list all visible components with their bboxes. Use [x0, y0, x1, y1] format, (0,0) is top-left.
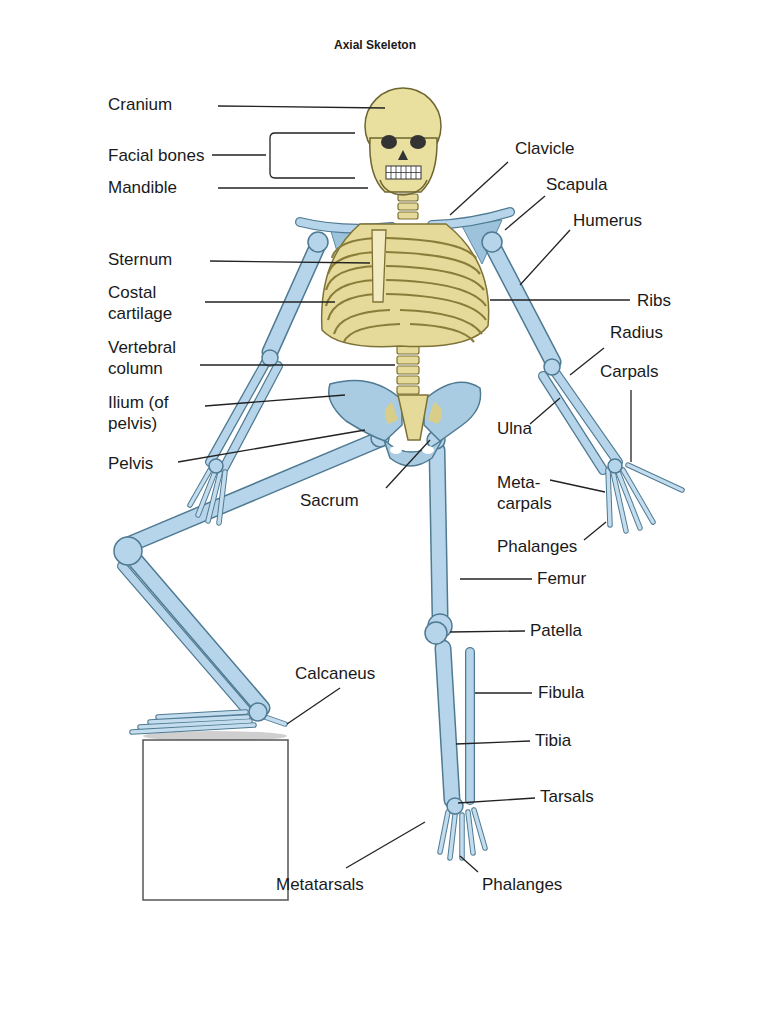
leader-line: [450, 162, 508, 215]
bone-label: Fibula: [538, 682, 584, 703]
bone-label: Sacrum: [300, 490, 359, 511]
leader-line: [200, 364, 395, 365]
bone-label: Ulna: [497, 418, 532, 439]
eye-socket: [381, 135, 397, 149]
bone-label: Tarsals: [540, 786, 594, 807]
leader-line: [456, 741, 530, 744]
page-title: Axial Skeleton: [334, 38, 416, 53]
leader-line: [218, 187, 368, 188]
bone-label: Humerus: [573, 210, 642, 231]
leader-line: [450, 631, 525, 632]
leader-line: [490, 299, 630, 300]
leader-line: [458, 798, 535, 803]
bone-label: Patella: [530, 620, 582, 641]
leader-line: [460, 856, 478, 872]
leader-line: [550, 480, 605, 492]
bone-label: Pelvis: [108, 453, 153, 474]
small-bone: [132, 465, 682, 858]
bone-label: Mandible: [108, 177, 177, 198]
leader-line: [205, 395, 345, 406]
bone-label: Tibia: [535, 730, 571, 751]
leader-line: [210, 261, 370, 263]
teeth: [386, 166, 421, 179]
leader-line: [178, 430, 365, 462]
leader-line: [520, 230, 570, 285]
bone-label: Meta- carpals: [497, 472, 557, 514]
bone-label: Calcaneus: [295, 663, 375, 684]
facial-bones: [370, 138, 437, 192]
leader-line: [287, 688, 340, 724]
leader-line: [386, 440, 430, 488]
bone-label: Phalanges: [497, 536, 577, 557]
mandible-bone: [380, 180, 427, 195]
bone-label: Metatarsals: [276, 874, 364, 895]
bone-label: Radius: [610, 322, 663, 343]
bone-label: Carpals: [600, 361, 659, 382]
bone-label: Costal cartilage: [108, 282, 208, 324]
sacroiliac-area: [385, 402, 398, 424]
bone-label: Vertebral column: [108, 337, 208, 379]
bone-label: Phalanges: [482, 874, 562, 895]
teeth-lines: [386, 166, 421, 179]
bone-label: Scapula: [546, 174, 607, 195]
leader-lines: [178, 106, 631, 872]
leader-line: [505, 196, 545, 230]
sacrum-bone: [398, 395, 428, 440]
leader-line: [630, 390, 631, 462]
leader-line: [218, 106, 385, 108]
bone-label: Ribs: [637, 290, 671, 311]
leader-line: [584, 522, 606, 540]
bracket: [212, 133, 355, 178]
ilium-bone: [424, 382, 481, 441]
rib-cage: [322, 224, 489, 347]
leader-line: [530, 398, 560, 424]
leader-line: [460, 578, 532, 579]
bone-label: Facial bones: [108, 145, 204, 166]
ilium-bone: [329, 380, 402, 441]
bone-label: Ilium (of pelvis): [108, 392, 208, 434]
bone-label: Clavicle: [515, 138, 575, 159]
nasal-cavity: [398, 150, 408, 160]
eye-socket: [410, 135, 426, 149]
leader-line: [475, 692, 532, 693]
bone-label: Sternum: [108, 249, 172, 270]
bone-outline: [132, 465, 682, 858]
leader-line: [346, 822, 425, 868]
obturator-hole: [390, 446, 402, 454]
sacroiliac-area: [428, 402, 442, 424]
pubis-bone: [384, 440, 442, 466]
bone-label: Cranium: [108, 94, 172, 115]
ribs: [326, 238, 486, 342]
leader-line: [570, 348, 604, 375]
bone-label: Femur: [537, 568, 586, 589]
leader-line: [205, 301, 335, 302]
sternum-bone: [372, 230, 386, 302]
step-box: [143, 740, 288, 900]
